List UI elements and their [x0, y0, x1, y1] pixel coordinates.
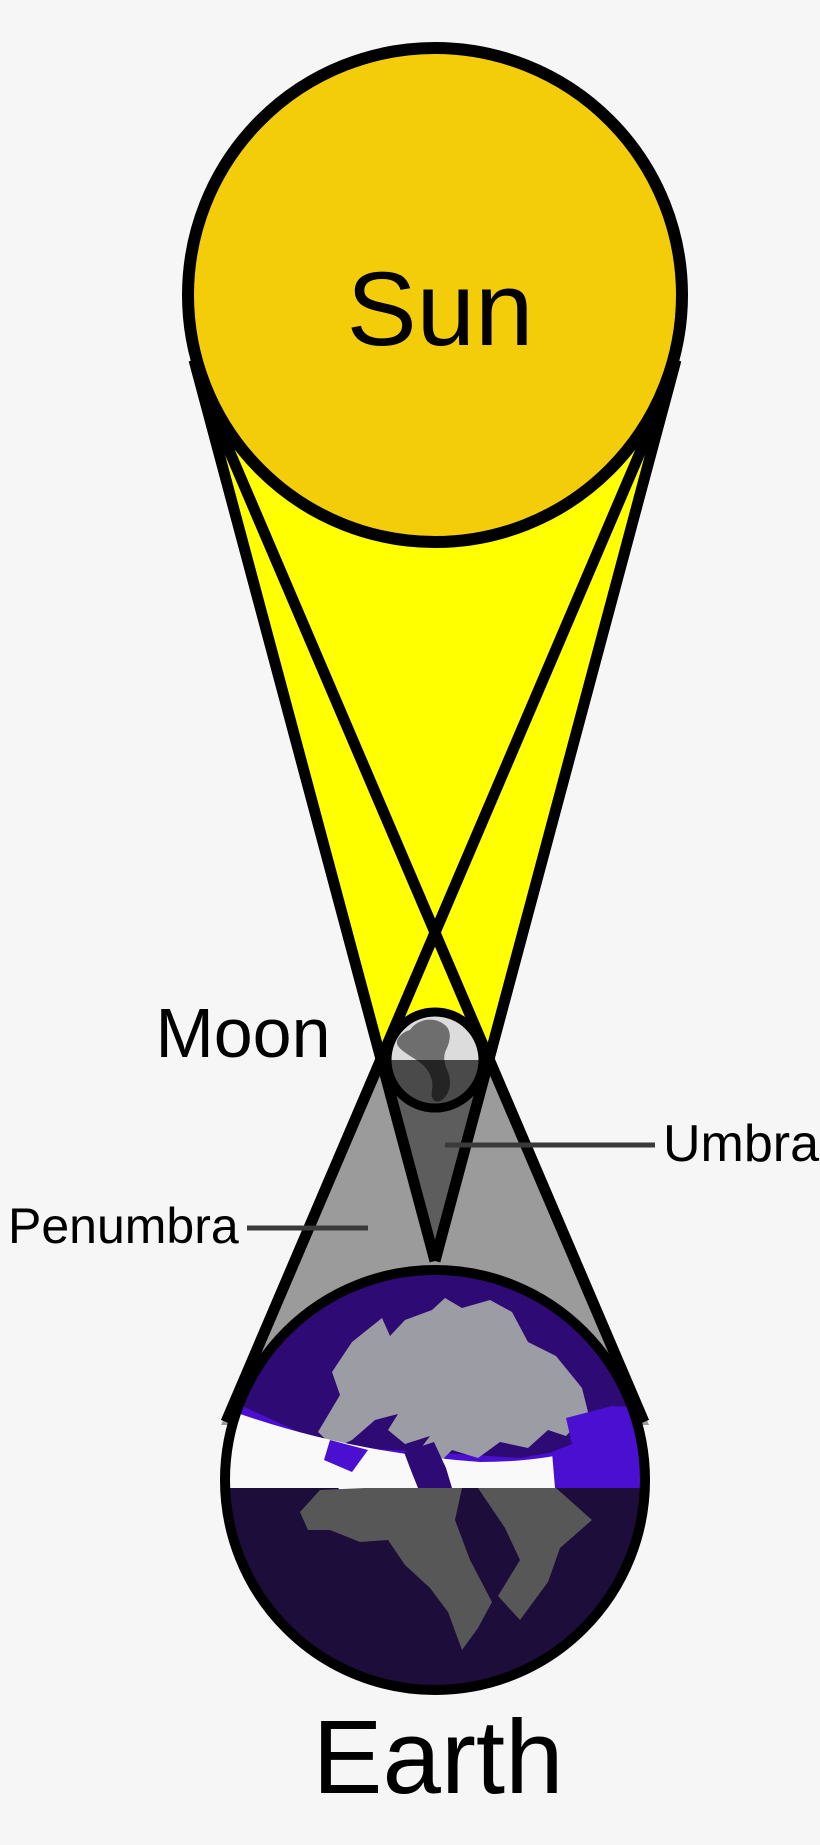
- tangent-ray-inner-left: [199, 391, 650, 1425]
- tangent-ray-outer-left: [188, 358, 441, 1263]
- umbra-label: Umbra: [663, 1115, 819, 1173]
- moon-outline: [382, 1007, 488, 1113]
- cloud-band: [225, 1406, 645, 1488]
- earth-label: Earth: [313, 1699, 564, 1816]
- band-patch-left: [324, 1440, 368, 1472]
- continent-arabia: [478, 1488, 592, 1620]
- earth-outline: [220, 1265, 650, 1695]
- penumbra-label: Penumbra: [8, 1198, 239, 1254]
- continent-africa: [300, 1488, 492, 1650]
- sunlight-beam: [194, 360, 676, 1056]
- sun-label: Sun: [347, 251, 534, 368]
- continent-eurasia: [318, 1298, 588, 1462]
- moon-surface-feature-lit: [397, 1019, 450, 1060]
- continent-island-1: [336, 1398, 362, 1422]
- tangent-ray-inner-right: [220, 391, 671, 1425]
- umbra-cone: [385, 1070, 485, 1261]
- moon: [382, 1007, 488, 1113]
- moon-surface-feature-dark: [416, 1060, 450, 1102]
- moon-label: Moon: [155, 994, 330, 1072]
- band-patch-center: [404, 1442, 452, 1488]
- tangent-ray-outer-right: [429, 358, 682, 1263]
- sun-circle: [182, 42, 688, 548]
